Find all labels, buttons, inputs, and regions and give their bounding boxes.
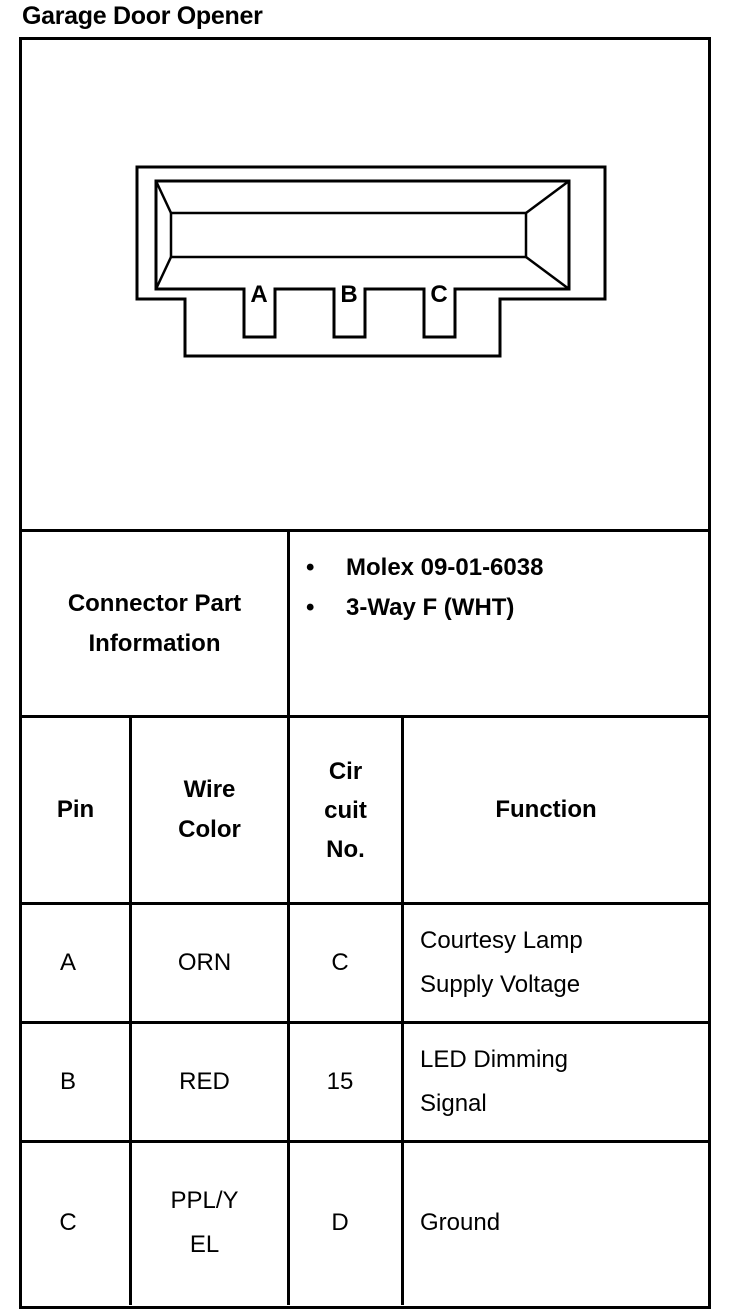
connector-diagram: A B C — [135, 165, 607, 358]
header-wire-color: Wire Color — [132, 718, 287, 902]
connector-type: 3-Way F (WHT) — [346, 594, 515, 621]
connector-info-list: • Molex 09-01-6038 • 3-Way F (WHT) — [300, 548, 543, 628]
header-circuit-line3: No. — [326, 835, 365, 863]
list-item: • Molex 09-01-6038 — [300, 548, 543, 588]
table-row-b-function: LED Dimming Signal — [420, 1024, 700, 1140]
bullet-icon: • — [306, 554, 315, 581]
table-row-c-pin: C — [59, 1209, 77, 1236]
header-pin: Pin — [56, 796, 95, 823]
connector-bevel-inner — [169, 211, 528, 259]
header-wire-color-line2: Color — [178, 816, 241, 843]
function-line: Supply Voltage — [420, 971, 581, 998]
bullet-icon: • — [306, 594, 315, 621]
list-item: • 3-Way F (WHT) — [300, 588, 543, 628]
connector-sheet-frame — [19, 37, 711, 1309]
page-title: Garage Door Opener — [22, 2, 263, 30]
divider — [19, 1021, 708, 1024]
table-row-b-pin: B — [59, 1068, 76, 1095]
pin-label-b: B — [340, 281, 357, 308]
table-row-a-circuit: C — [331, 949, 349, 976]
connector-cavity-outline — [154, 179, 571, 339]
divider — [19, 1140, 708, 1143]
table-row-c-function: Ground — [420, 1209, 501, 1236]
divider — [129, 715, 132, 1305]
connector-part-number: Molex 09-01-6038 — [346, 554, 544, 581]
table-row-b-wire-color: RED — [179, 1068, 230, 1095]
header-function: Function — [495, 796, 597, 823]
divider — [19, 902, 708, 905]
table-row-b-circuit: 15 — [326, 1068, 354, 1095]
connector-info-label-line2: Information — [88, 629, 221, 657]
pin-label-c: C — [430, 281, 447, 308]
header-wire-color-line1: Wire — [183, 776, 236, 803]
connector-info-label-line1: Connector Part — [67, 589, 242, 617]
divider — [401, 715, 404, 1305]
divider — [287, 529, 290, 1305]
header-circuit-line1: Cir — [328, 757, 363, 785]
connector-info-label: Connector Part Information — [22, 532, 287, 715]
table-row-a-wire-color: ORN — [177, 949, 232, 976]
function-line: Signal — [420, 1090, 487, 1117]
table-row-a-function: Courtesy Lamp Supply Voltage — [420, 905, 700, 1021]
function-line: Courtesy Lamp — [420, 927, 583, 954]
header-circuit-line2: cuit — [324, 796, 367, 824]
connector-housing-outline — [135, 165, 607, 358]
wire-color-line: PPL/Y — [170, 1187, 239, 1214]
wire-color-line: EL — [189, 1231, 220, 1258]
table-row-c-circuit: D — [331, 1209, 349, 1236]
divider — [19, 715, 708, 718]
table-row-a-pin: A — [59, 949, 76, 976]
divider — [19, 529, 708, 532]
function-line: LED Dimming — [420, 1046, 569, 1073]
table-row-c-wire-color: PPL/Y EL — [132, 1143, 277, 1303]
pin-label-a: A — [250, 281, 267, 308]
header-circuit-no: Cir cuit No. — [290, 718, 401, 902]
